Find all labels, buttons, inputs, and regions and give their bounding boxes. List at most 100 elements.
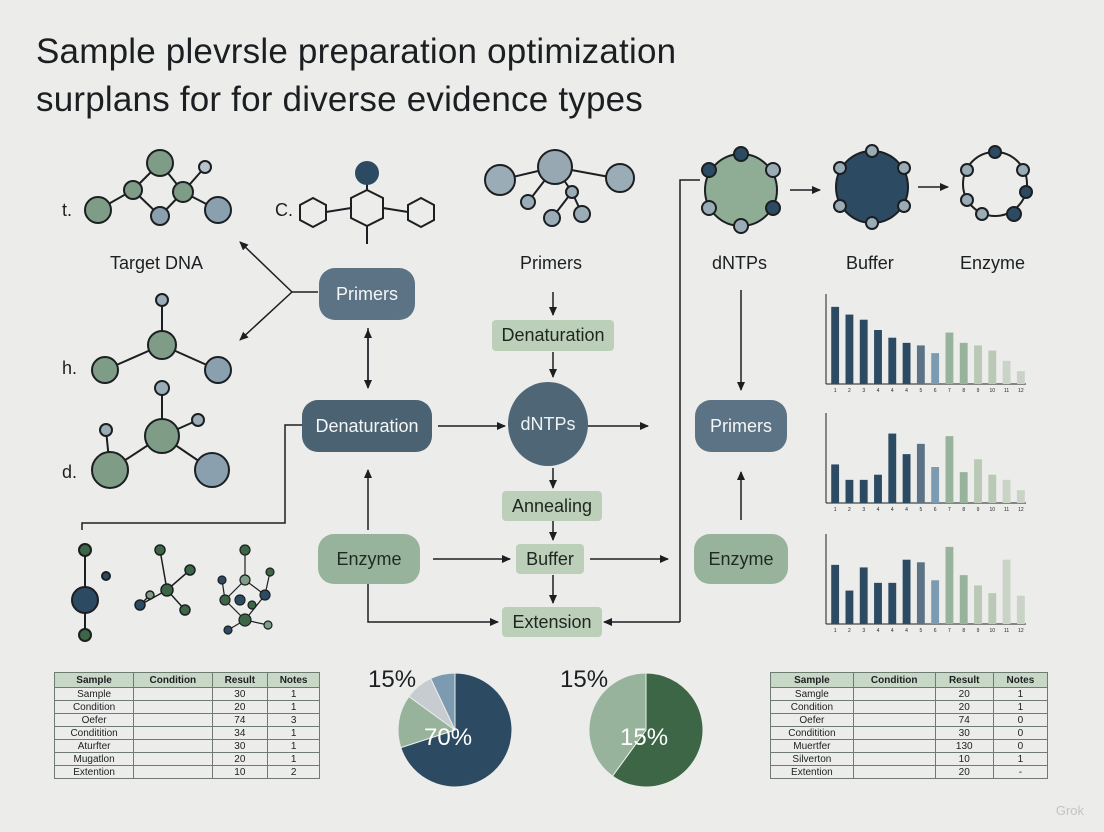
molecule-d <box>91 380 230 489</box>
table-cell: Sample <box>53 687 135 701</box>
bar <box>1002 360 1011 384</box>
bar <box>931 580 940 624</box>
table-cell <box>133 765 213 779</box>
title-line-1: Sample plevrsle preparation optimization <box>36 32 677 71</box>
network-small <box>71 543 111 642</box>
table-cell: 1 <box>992 700 1049 714</box>
node-denaturation: Denaturation <box>302 400 432 452</box>
tick-label: 4 <box>877 628 880 634</box>
table-cell: 10 <box>934 752 994 766</box>
pie-slice <box>397 695 457 749</box>
table-cell: Aturfter <box>53 739 135 753</box>
table-cell: Conditition <box>770 726 854 740</box>
molecule-primers <box>484 149 635 227</box>
tick-label: 4 <box>905 628 908 634</box>
tick-label: 12 <box>1018 507 1024 513</box>
bar <box>1016 490 1025 503</box>
table-cell: 10 <box>211 765 269 779</box>
table-cell: 1 <box>267 739 320 753</box>
watermark: Grok <box>1055 803 1084 818</box>
pie-charts <box>397 672 704 788</box>
tick-label: 12 <box>1018 388 1024 394</box>
table-cell: 1 <box>992 752 1049 766</box>
tick-label: 2 <box>848 507 851 513</box>
table-cell: 3 <box>267 713 320 727</box>
table-cell: 20 <box>934 700 994 714</box>
tick-label: 10 <box>990 507 996 513</box>
table-cell: 30 <box>934 726 994 740</box>
table-cell: - <box>992 765 1049 779</box>
tick-label: 4 <box>905 388 908 394</box>
ring-enzyme <box>960 145 1033 222</box>
table-cell: Muertfer <box>770 739 854 753</box>
ring-arrows <box>790 183 949 194</box>
tick-label: 11 <box>1004 628 1009 634</box>
table-cell <box>852 726 936 740</box>
table-cell: 1 <box>992 687 1049 701</box>
table-cell: 20 <box>934 687 994 701</box>
table-cell: 1 <box>267 700 320 714</box>
table-cell <box>852 687 936 701</box>
bar <box>831 306 840 384</box>
pie-slice <box>400 672 513 788</box>
tick-label: 5 <box>919 628 922 634</box>
table-cell: Mugatlon <box>53 752 135 766</box>
table-cell <box>133 687 213 701</box>
table-row: Extention 20- <box>770 765 1049 779</box>
node-denaturation-step: Denaturation <box>492 320 614 351</box>
table-cell <box>133 713 213 727</box>
tick-label: 4 <box>877 507 880 513</box>
tick-label: 4 <box>905 507 908 513</box>
bar <box>945 332 954 384</box>
bar <box>902 342 911 384</box>
table-cell: 20 <box>211 700 269 714</box>
table-cell <box>852 752 936 766</box>
pie-slice <box>430 672 456 731</box>
bar <box>974 459 982 503</box>
table-cell <box>133 726 213 740</box>
tick-label: 6 <box>934 507 937 513</box>
bar <box>988 593 997 624</box>
node-enzyme-right: Enzyme <box>694 534 788 584</box>
pie-slice <box>588 672 647 777</box>
tick-label: 3 <box>862 628 865 634</box>
molecule-h <box>91 293 232 384</box>
tick-label: 1 <box>834 507 837 513</box>
table-cell: 20 <box>934 765 994 779</box>
label-target-dna: Target DNA <box>110 253 204 273</box>
ring-dntps <box>701 146 781 234</box>
bar <box>945 546 954 624</box>
node-enzyme: Enzyme <box>318 534 420 584</box>
table-cell: 1 <box>267 687 320 701</box>
bar <box>916 562 925 624</box>
table-cell: 74 <box>211 713 269 727</box>
tick-label: 12 <box>1018 628 1024 634</box>
pie-slice <box>611 672 704 788</box>
letter-d: d. <box>62 462 78 482</box>
tick-label: 8 <box>962 388 965 394</box>
tick-label: 9 <box>977 388 980 394</box>
table-cell: Extention <box>53 765 135 779</box>
table-cell <box>852 713 936 727</box>
table-cell: Conditition <box>53 726 135 740</box>
table-cell: Extention <box>770 765 854 779</box>
bar <box>916 345 925 384</box>
tick-label: 11 <box>1004 507 1009 513</box>
column-header: Notes <box>267 672 320 688</box>
tick-label: 10 <box>990 388 996 394</box>
bar <box>902 559 911 624</box>
column-header: Notes <box>992 672 1049 688</box>
bar <box>959 575 968 624</box>
node-annealing: Annealing <box>502 491 602 521</box>
table-cell: Oefer <box>53 713 135 727</box>
tick-label: 4 <box>891 388 894 394</box>
bar <box>931 467 940 503</box>
bar <box>974 585 982 624</box>
bar <box>945 436 954 503</box>
